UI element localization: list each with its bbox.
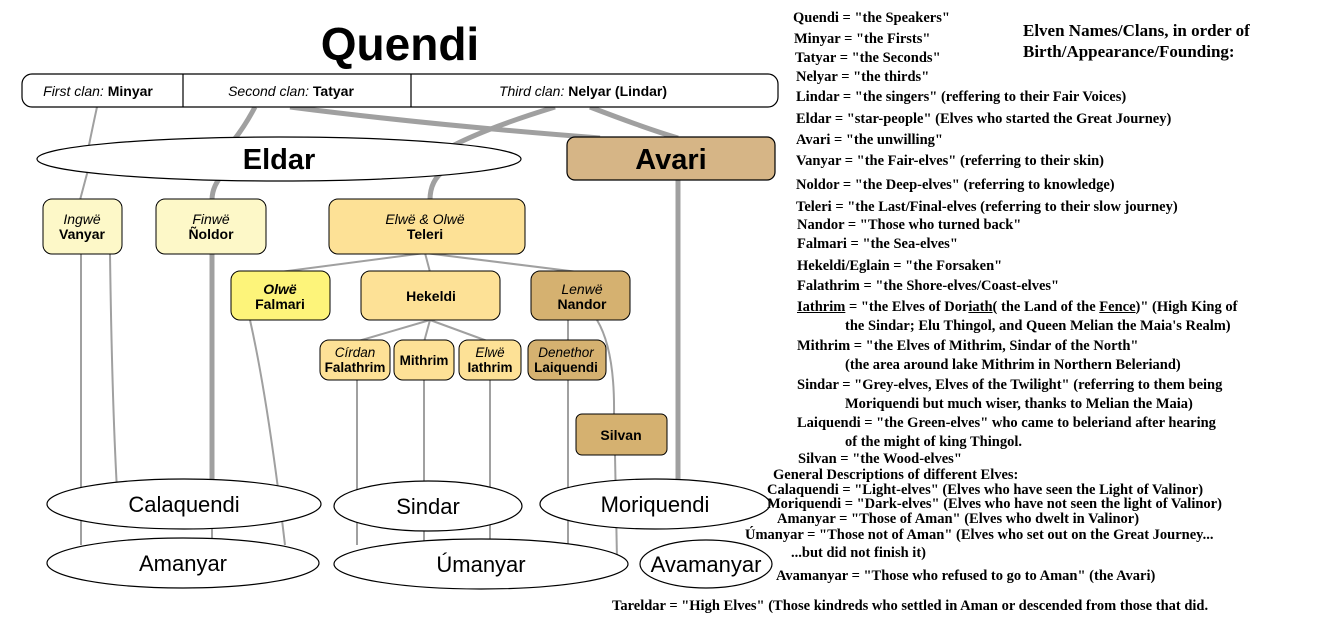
legend-noldor: Noldor = "the Deep-elves" (referring to … (796, 177, 1115, 193)
legend-lindar: Lindar = "the singers" (reffering to the… (796, 89, 1127, 105)
eldar-group: Eldar (36, 136, 522, 182)
legend-silvan: Silvan = "the Wood-elves" (798, 451, 962, 467)
svg-text:Amanyar: Amanyar (139, 551, 227, 576)
svg-text:Teleri: Teleri (407, 226, 443, 242)
legend-iathrim: Iathrim = "the Elves of Doriath( the Lan… (797, 299, 1238, 315)
legend-mithrim-line2: (the area around lake Mithrim in Norther… (845, 357, 1181, 373)
svg-text:Avamanyar: Avamanyar (651, 552, 762, 577)
legend-minyar: Minyar = "the Firsts" (794, 31, 931, 47)
legend-heading-line2: Birth/Appearance/Founding: (1023, 42, 1235, 61)
node-silvan: Silvan (575, 413, 668, 456)
svg-text:Ñoldor: Ñoldor (188, 225, 234, 242)
legend-falathrim: Falathrim = "the Shore-elves/Coast-elves… (797, 278, 1060, 294)
node-nandor: Lenwë Nandor (530, 270, 631, 321)
legend-sindar: Sindar = "Grey-elves, Elves of the Twili… (797, 377, 1223, 393)
node-noldor: Finwë Ñoldor (155, 198, 267, 255)
svg-text:Mithrim: Mithrim (400, 353, 449, 368)
legend-tatyar: Tatyar = "the Seconds" (795, 50, 941, 66)
svg-text:Elwë: Elwë (475, 345, 504, 360)
legend-hekeldi: Hekeldi/Eglain = "the Forsaken" (797, 258, 1003, 274)
svg-text:Moriquendi: Moriquendi (601, 492, 710, 517)
node-teleri: Elwë & Olwë Teleri (328, 198, 526, 255)
svg-text:Olwë: Olwë (263, 281, 297, 297)
legend-mithrim: Mithrim = "the Elves of Mithrim, Sindar … (797, 338, 1139, 354)
legend-avari: Avari = "the unwilling" (796, 132, 943, 148)
node-falmari: Olwë Falmari (230, 270, 331, 321)
connector-lines (79, 104, 681, 561)
clan-first: First clan: Minyar (43, 83, 153, 99)
svg-text:Vanyar: Vanyar (59, 226, 105, 242)
legend-sindar-line2: Moriquendi but much wiser, thanks to Mel… (845, 396, 1193, 412)
node-laiquendi: Denethor Laiquendi (527, 339, 607, 381)
svg-text:Hekeldi: Hekeldi (406, 288, 456, 304)
legend-iathrim-line2: the Sindar; Elu Thingol, and Queen Melia… (845, 318, 1231, 334)
node-vanyar: Ingwë Vanyar (42, 198, 123, 255)
legend-moriquendi: Moriquendi = "Dark-elves" (Elves who hav… (767, 496, 1222, 512)
legend-umanyar: Úmanyar = "Those not of Aman" (Elves who… (745, 527, 1214, 543)
legend-falmari: Falmari = "the Sea-elves" (797, 236, 958, 252)
clan-second: Second clan: Tatyar (228, 83, 354, 99)
svg-text:Calaquendi: Calaquendi (128, 492, 239, 517)
svg-text:Elwë & Olwë: Elwë & Olwë (385, 211, 465, 227)
ellipse-avamanyar: Avamanyar (639, 539, 773, 589)
clans-bar: First clan: Minyar Second clan: Tatyar T… (21, 73, 779, 108)
legend-calaquendi: Calaquendi = "Light-elves" (Elves who ha… (767, 482, 1204, 498)
legend-quendi: Quendi = "the Speakers" (793, 10, 950, 26)
svg-text:Iathrim: Iathrim (467, 360, 512, 375)
ellipse-moriquendi: Moriquendi (539, 478, 771, 530)
diagram-title: Quendi (321, 18, 479, 70)
svg-text:Lenwë: Lenwë (561, 281, 602, 297)
svg-text:Avari: Avari (635, 144, 706, 176)
svg-text:Ingwë: Ingwë (63, 211, 101, 227)
node-iathrim: Elwë Iathrim (458, 339, 522, 381)
svg-text:Denethor: Denethor (538, 345, 594, 360)
svg-text:Sindar: Sindar (396, 494, 460, 519)
svg-text:Úmanyar: Úmanyar (436, 552, 525, 577)
ellipse-sindar: Sindar (333, 480, 523, 532)
legend-heading-line1: Elven Names/Clans, in order of (1023, 21, 1250, 40)
svg-text:Círdan: Círdan (335, 345, 376, 360)
svg-text:Laiquendi: Laiquendi (534, 360, 598, 375)
node-falathrim: Círdan Falathrim (319, 339, 391, 381)
legend-laiquendi-line2: of the might of king Thingol. (845, 434, 1022, 450)
svg-text:Finwë: Finwë (192, 211, 230, 227)
ellipse-amanyar: Amanyar (46, 537, 320, 589)
svg-text:Eldar: Eldar (243, 144, 316, 176)
ellipse-umanyar: Úmanyar (333, 538, 629, 590)
legend-general: General Descriptions of different Elves: (773, 467, 1019, 483)
legend-amanyar: Amanyar = "Those of Aman" (Elves who dwe… (777, 511, 1140, 527)
legend-avamanyar: Avamanyar = "Those who refused to go to … (776, 568, 1156, 584)
legend-eldar: Eldar = "star-people" (Elves who started… (796, 111, 1172, 127)
legend-vanyar: Vanyar = "the Fair-elves" (referring to … (796, 153, 1105, 169)
legend-nandor: Nandor = "Those who turned back" (797, 217, 1022, 233)
svg-text:Falmari: Falmari (255, 296, 305, 312)
avari-group: Avari (566, 136, 776, 181)
node-mithrim: Mithrim (393, 339, 455, 381)
legend-umanyar-line2: ...but did not finish it) (791, 545, 926, 561)
clan-third: Third clan: Nelyar (Lindar) (499, 83, 667, 99)
legend-tareldar: Tareldar = "High Elves" (Those kindreds … (612, 598, 1209, 614)
legend-heading: Elven Names/Clans, in order of Birth/App… (1023, 20, 1250, 62)
svg-text:Falathrim: Falathrim (325, 360, 386, 375)
node-hekeldi: Hekeldi (360, 270, 501, 321)
svg-text:Silvan: Silvan (600, 427, 641, 443)
legend-teleri: Teleri = "the Last/Final-elves (referrin… (796, 199, 1178, 215)
ellipse-calaquendi: Calaquendi (46, 478, 322, 530)
legend-nelyar: Nelyar = "the thirds" (796, 69, 930, 85)
legend-laiquendi: Laiquendi = "the Green-elves" who came t… (797, 415, 1216, 431)
svg-text:Nandor: Nandor (558, 296, 608, 312)
